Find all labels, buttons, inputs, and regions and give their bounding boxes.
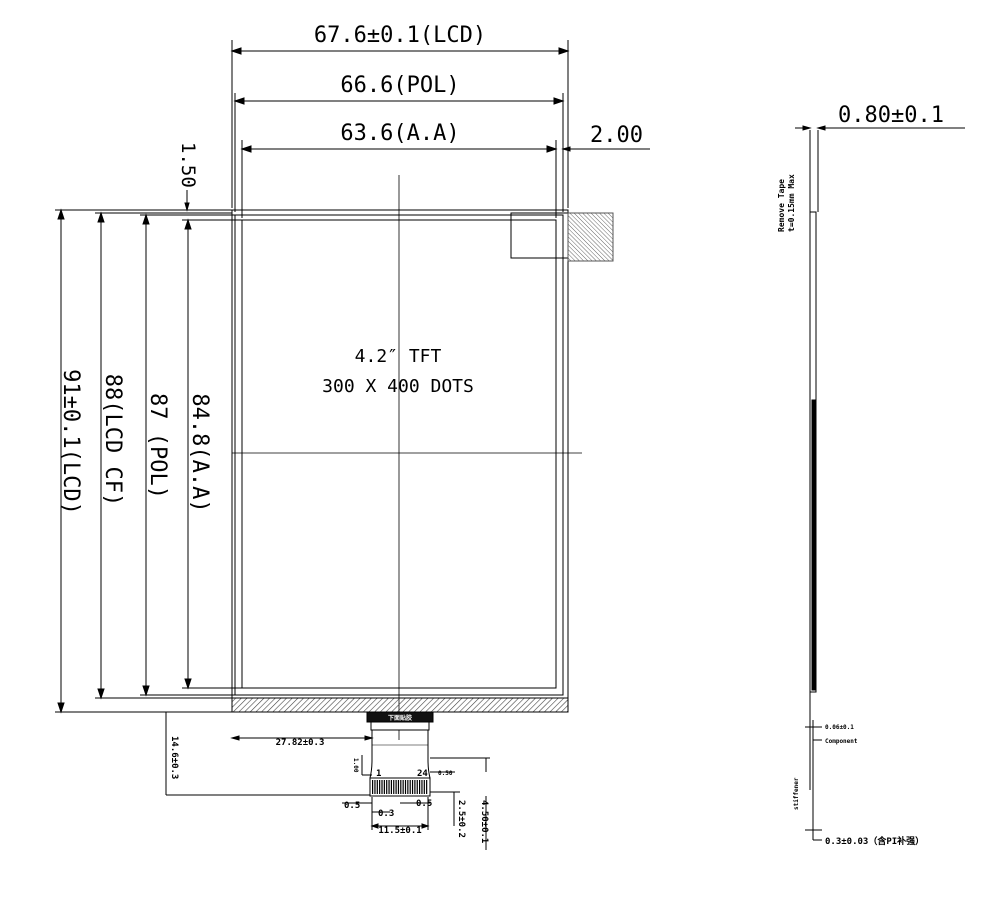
fpc-finger — [372, 780, 374, 794]
fpc-finger — [383, 780, 385, 794]
dim-top-offset: 1.50 — [177, 142, 199, 188]
pin-last: 24 — [417, 769, 428, 779]
label-remove-tape: Remove Tape — [777, 179, 786, 232]
fpc-finger — [414, 780, 416, 794]
label-tape-thickness: t=0.15mm Max — [787, 174, 796, 232]
center-title: 4.2″ TFT — [355, 346, 442, 367]
fpc-finger — [390, 780, 392, 794]
dim-thickness: 0.80±0.1 — [838, 103, 944, 128]
dim-fpc-offset: 27.82±0.3 — [276, 738, 325, 748]
dim-component: 0.06±0.1 — [825, 724, 854, 731]
fpc-finger — [388, 780, 390, 794]
pin-first: 1 — [376, 769, 381, 779]
fpc-fingers — [369, 777, 431, 797]
fpc-tail — [165, 711, 490, 850]
fpc-finger — [393, 780, 395, 794]
fpc-finger — [421, 780, 423, 794]
fpc-finger — [386, 780, 388, 794]
side-view — [795, 125, 965, 841]
fpc-finger — [426, 780, 428, 794]
dim-height-lcd: 91±0.1(LCD) — [58, 369, 83, 515]
dim-finger-len: 4.50±0.1 — [479, 800, 489, 843]
fpc-finger — [379, 780, 381, 794]
dim-height-lcd-cf: 88(LCD CF) — [100, 374, 125, 506]
fpc-finger — [407, 780, 409, 794]
dim-width-pol: 66.6(POL) — [340, 73, 459, 98]
label-component: Component — [825, 738, 858, 745]
fpc-finger — [402, 780, 404, 794]
fpc-finger — [400, 780, 402, 794]
dim-pad-left: 0.5 — [344, 801, 360, 811]
fpc-finger-stripes — [372, 780, 428, 794]
dim-pin-side: 0.50 — [438, 770, 453, 777]
dim-height-aa: 84.8(A.A) — [187, 393, 212, 512]
dim-pitch-1: 1.00 — [352, 758, 359, 773]
label-stiffener: stiffener — [793, 777, 800, 810]
lcd-outline — [231, 209, 569, 699]
fpc-finger — [423, 780, 425, 794]
fpc-connector-label: 下面贴胶 — [388, 714, 412, 722]
dim-stiffener: 2.5±0.2 — [456, 800, 466, 838]
dim-fpc-thickness: 0.3±0.03（含PI补强） — [825, 835, 924, 847]
bonding-strip — [231, 697, 569, 713]
left-dimensions — [55, 208, 242, 714]
fpc-finger — [395, 780, 397, 794]
dim-width-lcd: 67.6±0.1(LCD) — [314, 23, 486, 48]
dim-right-offset: 2.00 — [590, 123, 643, 148]
dim-width-aa: 63.6(A.A) — [340, 121, 459, 146]
dim-fpc-length: 14.6±0.3 — [169, 736, 179, 779]
front-view — [231, 175, 614, 740]
tape-hatch — [567, 212, 614, 262]
dim-pitch: 0.3 — [378, 809, 394, 819]
fpc-finger — [404, 780, 407, 794]
fpc-finger — [419, 780, 421, 794]
fpc-finger — [397, 780, 400, 794]
dim-height-pol: 87 (POL) — [145, 393, 170, 499]
side-panel — [809, 211, 817, 693]
fpc-finger — [416, 780, 418, 794]
fpc-finger — [411, 780, 414, 794]
fpc-finger — [409, 780, 411, 794]
fpc-finger — [376, 780, 378, 794]
center-resolution: 300 X 400 DOTS — [322, 376, 474, 397]
dim-pin-span: 11.5±0.1 — [378, 826, 421, 836]
fpc-finger — [374, 780, 376, 794]
fpc-finger — [381, 780, 383, 794]
dim-pad-right: 0.5 — [416, 799, 432, 809]
